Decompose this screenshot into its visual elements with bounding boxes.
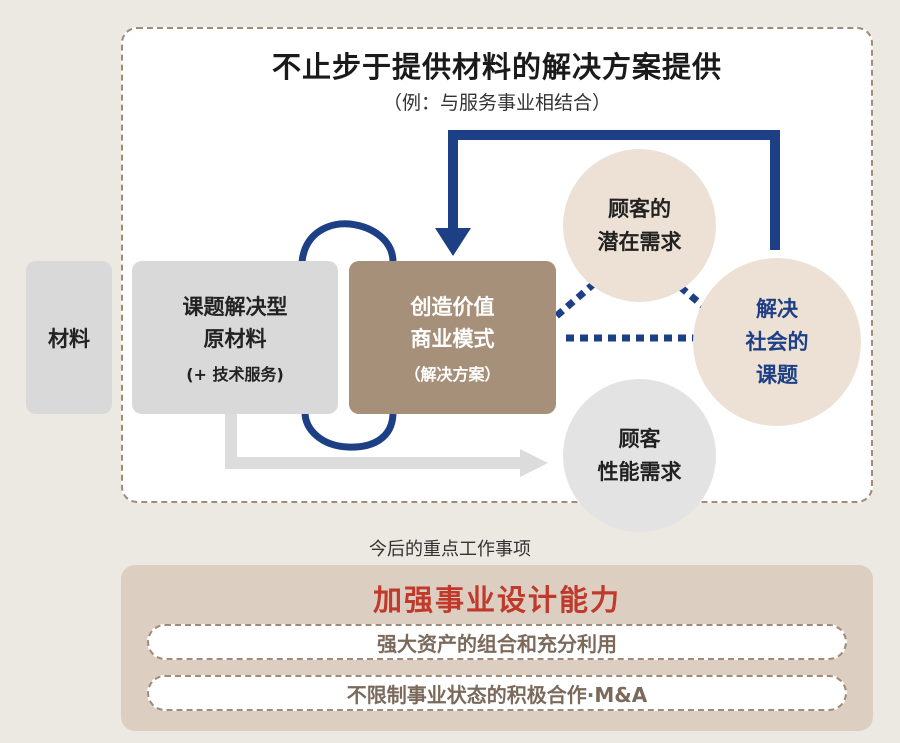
diagram-subtitle: （例：与服务事业相结合）	[382, 92, 611, 114]
performance-needs-circle: 顾客 性能需求	[563, 379, 716, 532]
focus-title: 加强事业设计能力	[372, 583, 621, 617]
social-issues-line2: 社会的	[745, 329, 809, 354]
performance-needs-line2: 性能需求	[597, 459, 682, 484]
focus-label: 今后的重点工作事项	[369, 539, 531, 560]
raw-material-line1: 课题解决型	[182, 294, 288, 319]
value-creation-box: 创造价值 商业模式 （解决方案）	[349, 261, 556, 414]
latent-needs-circle: 顾客的 潜在需求	[563, 149, 716, 302]
value-creation-line1: 创造价值	[410, 294, 495, 319]
social-issues-circle: 解决 社会的 课题	[693, 258, 861, 426]
value-creation-sub: （解决方案）	[404, 364, 501, 384]
gray-arrow-head	[520, 449, 548, 477]
raw-material-sub: (+ 技术服务)	[186, 364, 284, 384]
dotted-arrow-to-latent	[543, 260, 621, 328]
feedback-arrow	[448, 130, 780, 250]
loop-arrow-bottom	[301, 411, 397, 451]
focus-item: 强大资产的组合和充分利用	[147, 624, 847, 660]
gray-arrow-performance	[225, 414, 522, 469]
social-issues-line1: 解决	[756, 296, 798, 321]
focus-item-label: 不限制事业状态的积极合作·M&A	[346, 682, 648, 707]
loop-arrow-top	[298, 220, 397, 263]
latent-needs-line2: 潜在需求	[597, 229, 682, 254]
focus-item: 不限制事业状态的积极合作·M&A	[147, 675, 847, 711]
focus-item-label: 强大资产的组合和充分利用	[377, 631, 617, 656]
value-creation-line2: 商业模式	[410, 326, 495, 351]
performance-needs-line1: 顾客	[618, 426, 661, 451]
latent-needs-line1: 顾客的	[608, 196, 671, 221]
raw-material-line2: 原材料	[203, 326, 267, 351]
materials-label: 材料	[48, 326, 90, 351]
materials-box: 材料	[26, 261, 112, 414]
diagram-title: 不止步于提供材料的解决方案提供	[271, 50, 722, 84]
feedback-arrow-head	[435, 228, 471, 256]
social-issues-line3: 课题	[756, 362, 798, 387]
raw-material-box: 课题解决型 原材料 (+ 技术服务)	[132, 261, 338, 414]
